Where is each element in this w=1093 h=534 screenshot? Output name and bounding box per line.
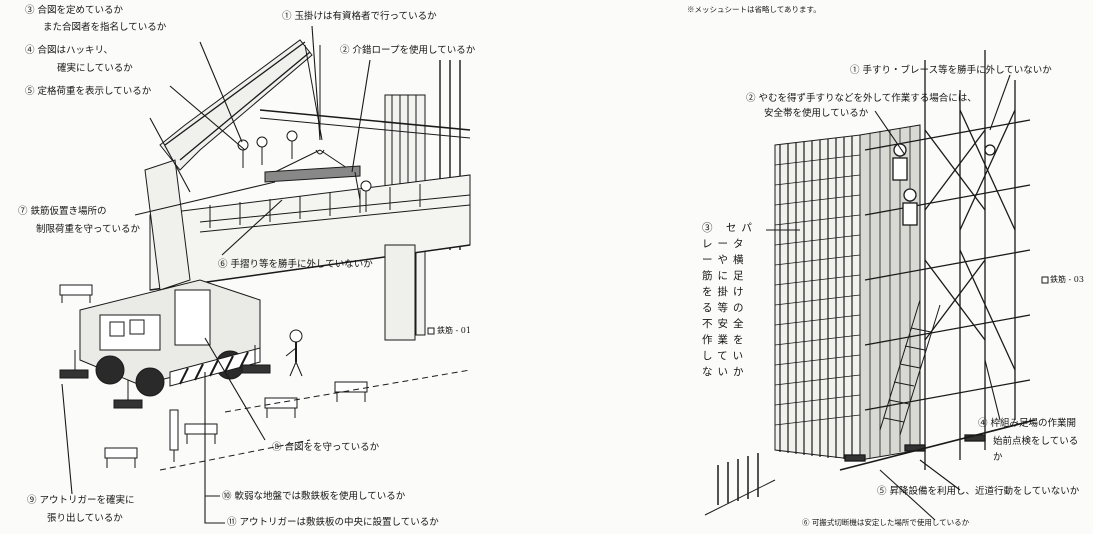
check-item-3: ③ 合図を定めているか — [25, 5, 124, 16]
check-item-4-cont: 確実にしているか — [57, 63, 133, 74]
left-illustration — [59, 25, 471, 524]
check-item-1: ① 玉掛けは有資格者で行っているか — [282, 11, 437, 22]
right-check-item-4-cont2: か — [993, 452, 1003, 463]
leader-lines-left — [61, 25, 371, 524]
check-item-7-cont: 制限荷重を守っているか — [36, 224, 141, 235]
barricades — [59, 284, 471, 471]
lifted-rebar-load — [264, 45, 361, 201]
building-structure — [149, 60, 471, 341]
right-check-item-2: ② やむを得ず手すりなどを外して作業する場合には、 — [746, 93, 977, 104]
crane — [59, 39, 323, 409]
check-item-4: ④ 合図はハッキリ、 — [25, 45, 113, 56]
check-item-9: ⑨ アウトリガーを確実に — [27, 495, 135, 506]
scaffold-frame — [839, 50, 1036, 471]
right-check-item-4: ④ 枠組み足場の作業開 — [978, 418, 1077, 429]
right-check-item-2-cont: 安全帯を使用しているか — [764, 108, 869, 119]
figure-code-right: 鉄筋 - 03 — [1050, 275, 1084, 284]
right-check-item-4-cont: 始前点検をしている — [993, 436, 1079, 447]
right-check-item-1: ① 手すり・ブレース等を勝手に外していないか — [850, 65, 1052, 76]
leader-lines-right — [766, 74, 1011, 521]
right-check-item-5: ⑤ 昇降設備を利用し、近道行動をしていないか — [877, 486, 1080, 497]
check-item-6: ⑥ 手摺り等を勝手に外していないか — [218, 259, 373, 270]
figure-code-left: 鉄筋 - 01 — [437, 326, 471, 335]
check-item-2: ② 介錯ロープを使用しているか — [340, 45, 476, 56]
check-item-7: ⑦ 鉄筋仮置き場所の — [18, 206, 107, 217]
workers — [237, 130, 372, 377]
check-item-8: ⑧ 合図をを守っているか — [272, 442, 380, 453]
check-item-11: ⑪ アウトリガーは敷鉄板の中央に設置しているか — [227, 517, 439, 528]
check-item-10: ⑩ 軟弱な地盤では敷鉄板を使用しているか — [222, 491, 406, 502]
right-check-item-6: ⑥ 可搬式切断機は安定した場所で使用しているか — [802, 518, 970, 527]
check-item-9-cont: 張り出しているか — [47, 513, 123, 524]
check-item-5: ⑤ 定格荷重を表示しているか — [25, 86, 152, 97]
right-illustration — [704, 50, 1049, 521]
right-check-item-3: ③ セパレーターや横筋に足を掛ける等の不安全作業をしていないか — [702, 222, 757, 378]
check-item-3-cont: また合図者を指名しているか — [43, 22, 167, 33]
mesh-sheet-note: ※メッシュシートは省略してあります。 — [687, 5, 821, 14]
